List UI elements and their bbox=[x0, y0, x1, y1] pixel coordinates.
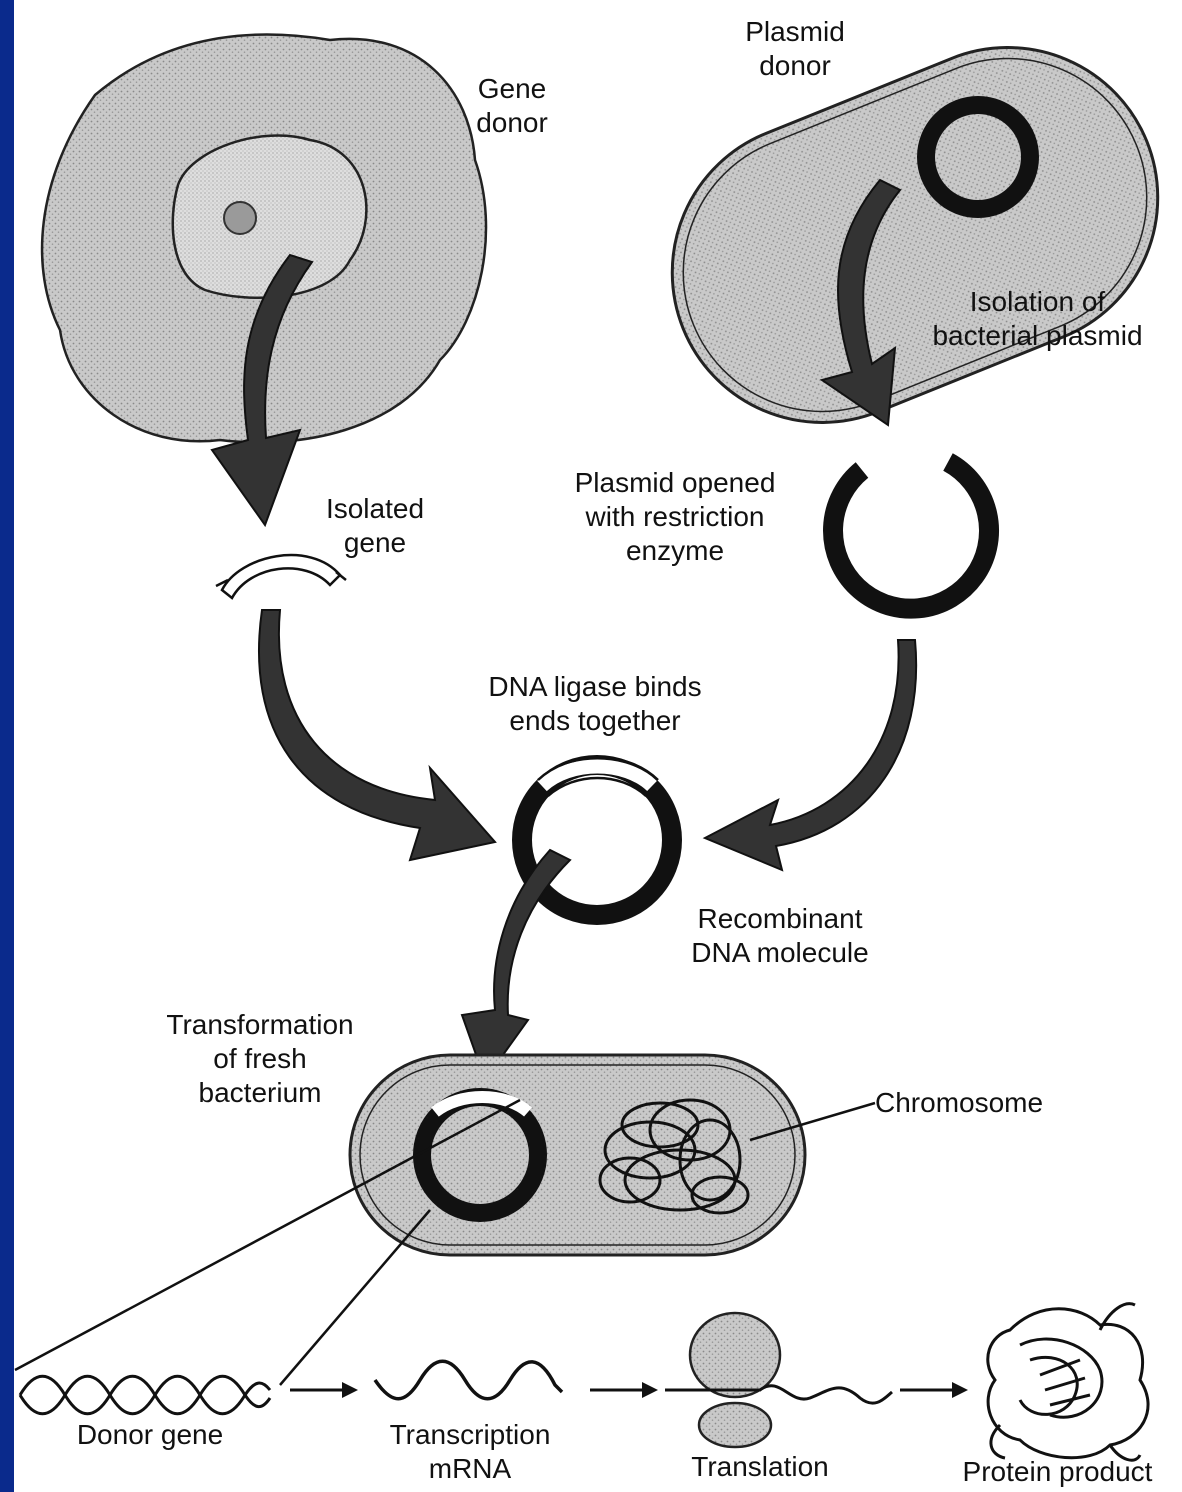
donor-gene-helix bbox=[20, 1376, 270, 1414]
label-plasmid-donor: Plasmid donor bbox=[715, 15, 875, 83]
label-recombinant: Recombinant DNA molecule bbox=[660, 902, 900, 970]
arrow-transformation bbox=[462, 850, 570, 1080]
label-transcription: Transcription mRNA bbox=[360, 1418, 580, 1486]
nucleolus-shape bbox=[224, 202, 256, 234]
label-isolation-plasmid: Isolation of bacterial plasmid bbox=[900, 285, 1175, 353]
isolated-gene-fragment bbox=[216, 555, 346, 598]
label-isolated-gene: Isolated gene bbox=[300, 492, 450, 560]
nucleus-shape bbox=[173, 136, 367, 298]
plasmid-donor-bacterium bbox=[627, 2, 1182, 467]
label-dna-ligase: DNA ligase binds ends together bbox=[450, 670, 740, 738]
opened-plasmid-shape bbox=[833, 462, 989, 609]
ribosome-shape bbox=[665, 1313, 892, 1447]
label-gene-donor: Gene donor bbox=[462, 72, 562, 140]
label-chromosome: Chromosome bbox=[875, 1086, 1085, 1120]
label-translation: Translation bbox=[660, 1450, 860, 1484]
label-plasmid-opened: Plasmid opened with restriction enzyme bbox=[540, 466, 810, 568]
label-protein-product: Protein product bbox=[935, 1455, 1180, 1489]
mrna-strand bbox=[375, 1361, 562, 1399]
label-transformation: Transformation of fresh bacterium bbox=[140, 1008, 380, 1110]
zoom-line-lower bbox=[280, 1210, 430, 1385]
label-donor-gene: Donor gene bbox=[45, 1418, 255, 1452]
protein-product-shape bbox=[988, 1304, 1148, 1460]
